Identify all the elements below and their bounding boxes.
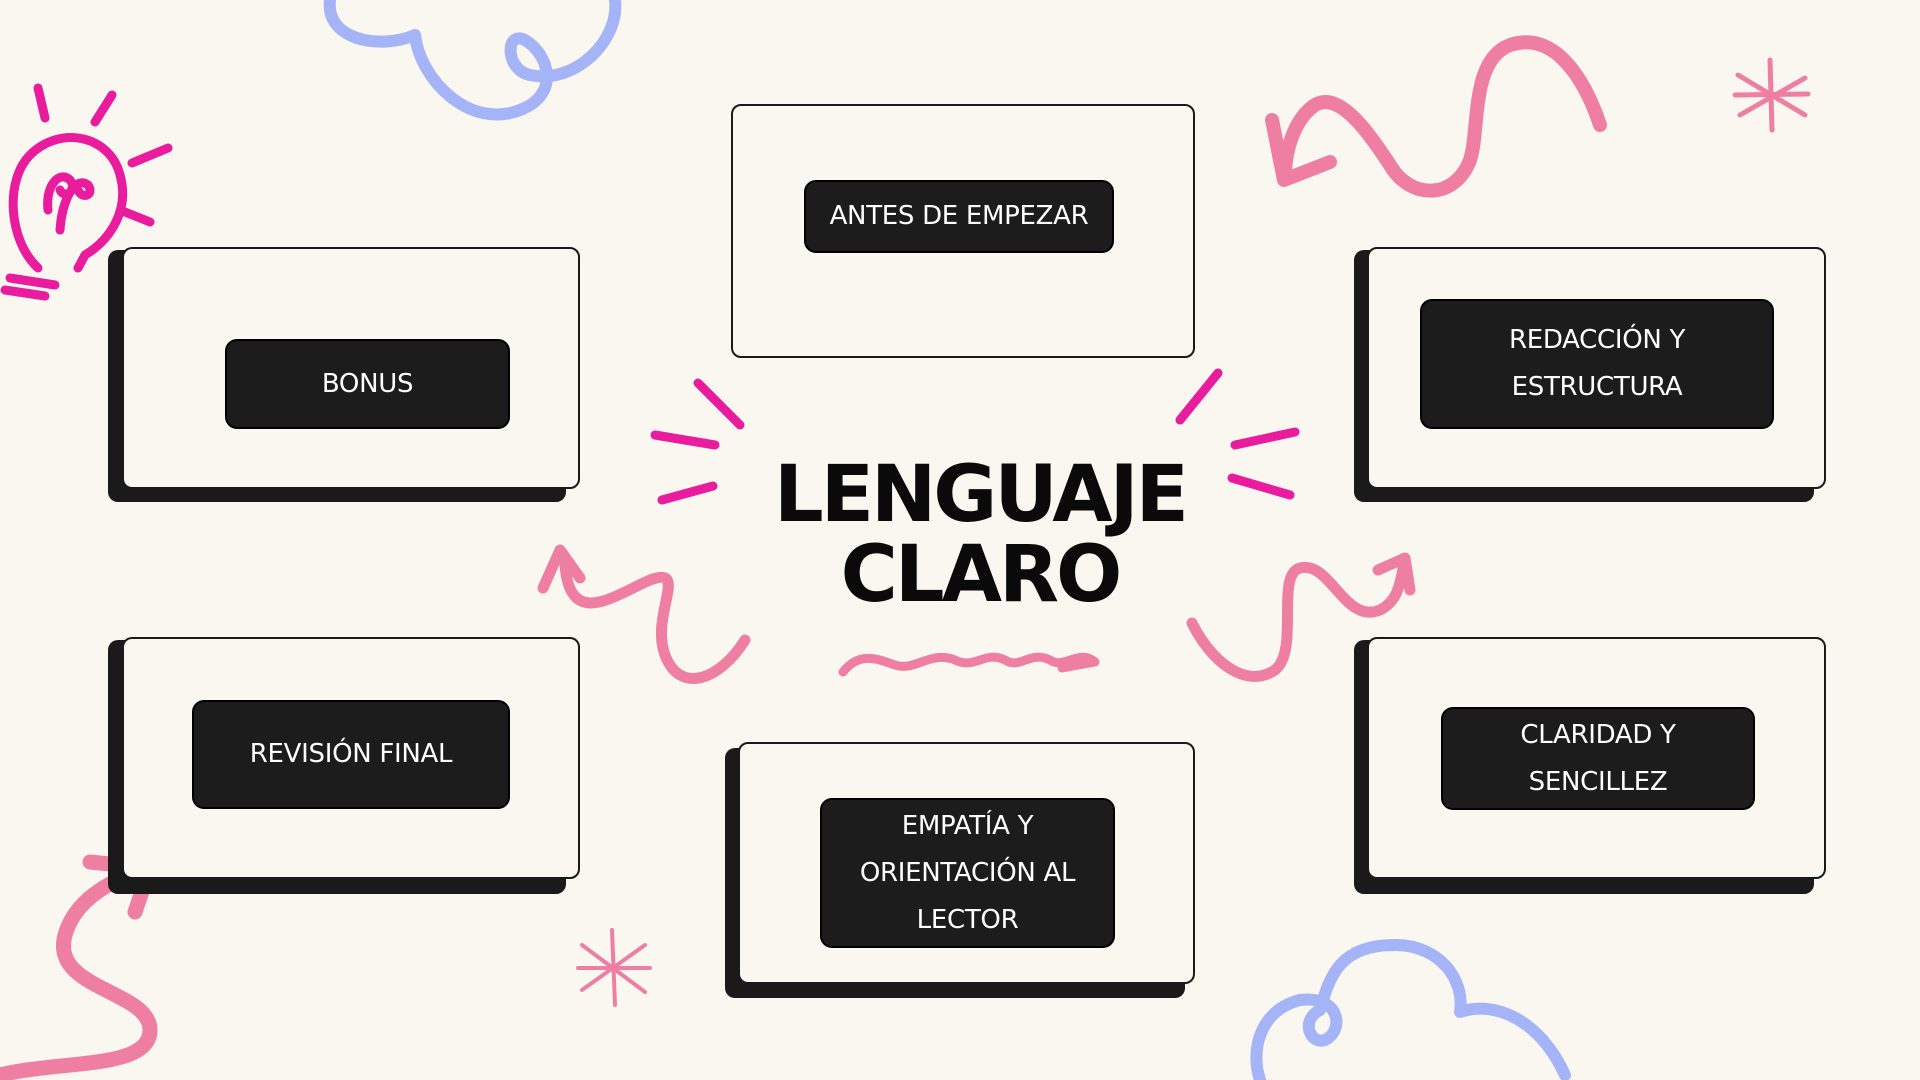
cloud-doodle-top — [323, 0, 622, 121]
squiggle-arrow-left — [559, 559, 751, 684]
title-line-1: LENGUAJE — [774, 450, 1189, 540]
cloud-doodle-bottom — [1250, 939, 1571, 1080]
squiggle-arrow-top-head — [1265, 113, 1337, 187]
squiggle-arrow-bottom-left — [0, 862, 158, 1080]
node-claridad-y-sencillez: CLARIDAD Y SENCILLEZ — [1441, 707, 1755, 810]
sparkle-icon-top — [1732, 57, 1811, 133]
squiggle-arrow-left-head — [537, 544, 586, 594]
squiggle-arrow-top — [1278, 35, 1607, 198]
title-line-2: CLARO — [840, 530, 1123, 620]
wave-underline — [838, 652, 1100, 677]
node-bonus: BONUS — [225, 339, 510, 429]
sparkle-icon-bottom — [576, 928, 652, 1007]
node-redaccion-y-estructura: REDACCIÓN Y ESTRUCTURA — [1420, 299, 1774, 429]
node-empatia-orientacion-lector: EMPATÍA Y ORIENTACIÓN AL LECTOR — [820, 798, 1115, 948]
diagram-title: LENGUAJE CLARO — [740, 455, 1220, 615]
squiggle-arrow-right-head — [1372, 552, 1416, 596]
node-antes-de-empezar: ANTES DE EMPEZAR — [804, 180, 1114, 253]
burst-icon-left — [650, 378, 745, 505]
node-revision-final: REVISIÓN FINAL — [192, 700, 510, 809]
